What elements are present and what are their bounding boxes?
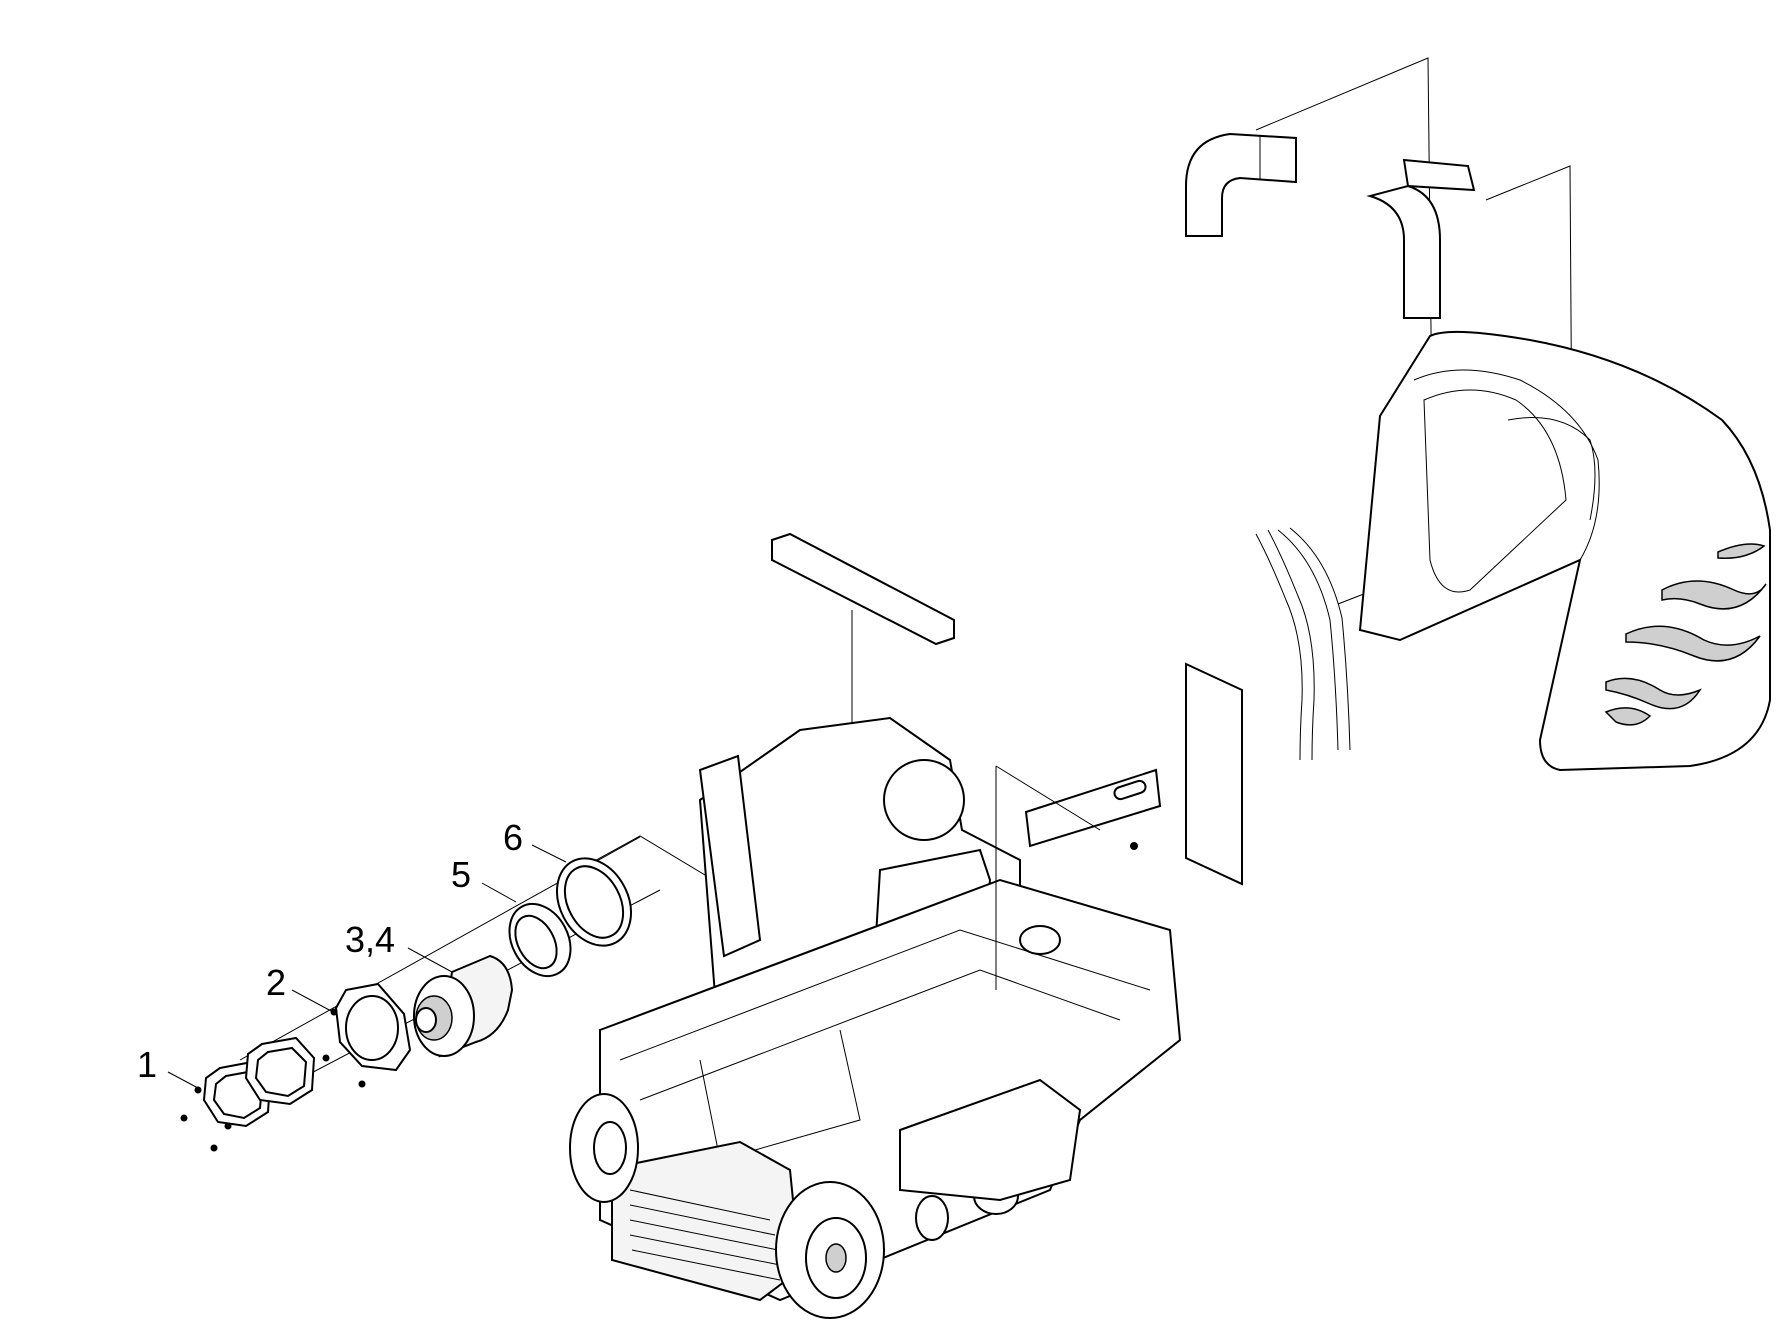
- fan-assembly-exploded: [180, 835, 731, 1152]
- chassis-compartment: [699, 1029, 861, 1161]
- seat-back-left-post: [698, 754, 762, 958]
- bracket-slot: [1113, 779, 1147, 801]
- screw-icon: [322, 1054, 330, 1062]
- left-foam-handle: [1185, 132, 1297, 237]
- chassis-line: [639, 969, 1121, 1101]
- callout-2-label: 2: [266, 962, 286, 1003]
- part-2-mount-opening: [345, 995, 399, 1061]
- leader-line-6: [531, 844, 567, 863]
- cover-gasket-left-edge: [1267, 529, 1315, 761]
- right-foam-handle-top: [1402, 158, 1476, 192]
- bracket-guide-line: [995, 765, 1101, 831]
- thin-side-panel: [1185, 662, 1243, 886]
- vent-slot: [1661, 580, 1767, 610]
- machine-main-body: [569, 532, 1182, 1319]
- front-wheel-axle: [825, 1243, 847, 1273]
- top-foam-pad-edge: [771, 559, 937, 645]
- screw-icon: [180, 1114, 188, 1122]
- part-6-gasket-ring-inner: [563, 865, 625, 939]
- cover-recess-edge: [1507, 417, 1596, 521]
- callout-3-4-label: 3,4: [345, 919, 395, 960]
- callout-6-label: 6: [503, 817, 523, 858]
- part-3-4-motor-shaft: [415, 1007, 437, 1033]
- leader-line-2: [291, 989, 334, 1013]
- leader-line-1: [167, 1071, 199, 1089]
- footplate-treads: [629, 1189, 781, 1281]
- cover-gasket-left: [1255, 533, 1303, 761]
- leader-line-3-4: [407, 947, 453, 973]
- cover-seat-recess: [1423, 389, 1567, 593]
- screw-icon: [330, 1008, 338, 1016]
- screw-icon: [224, 1122, 232, 1130]
- center-small-parts: [995, 662, 1243, 990]
- part-5-ring-inner: [514, 914, 558, 970]
- cover-gasket-right-edge: [1289, 527, 1351, 751]
- vent-slot: [1625, 625, 1761, 662]
- cover-gasket-right: [1277, 529, 1339, 751]
- vent-slot: [1605, 677, 1702, 710]
- top-foam-pad: [771, 532, 955, 646]
- right-foam-handle: [1366, 184, 1441, 319]
- callout-1-label: 1: [137, 1044, 157, 1085]
- vent-slot: [1604, 707, 1652, 726]
- screw-icon: [1130, 842, 1138, 850]
- octagon-plate-inner: [254, 1046, 308, 1098]
- chassis-line: [619, 929, 1151, 1061]
- drive-motor-top: [1019, 925, 1061, 955]
- cover-inner-contour: [1413, 369, 1600, 561]
- brush-deck: [899, 1078, 1082, 1202]
- screw-icon: [210, 1144, 218, 1152]
- frame-round-opening: [883, 759, 965, 841]
- caster-wheel: [915, 1195, 949, 1241]
- callout-labels: 1 2 3,4 5 6: [137, 817, 523, 1085]
- leader-line-5: [481, 882, 517, 903]
- left-wheel-hub: [593, 1121, 627, 1175]
- cover-assembly: [1185, 57, 1771, 772]
- main-cover-shell: [1358, 330, 1771, 772]
- vent-slot: [1717, 543, 1766, 559]
- screw-icon: [194, 1086, 202, 1094]
- callout-5-label: 5: [451, 854, 471, 895]
- leader-lines: [167, 844, 567, 1089]
- screw-icon: [358, 1080, 366, 1088]
